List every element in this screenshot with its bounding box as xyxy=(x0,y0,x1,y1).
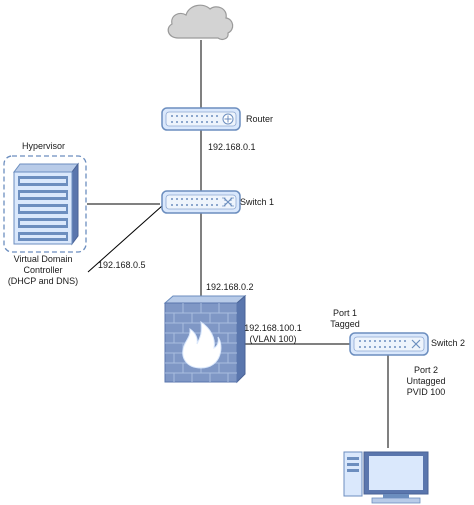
router-ip-label: 192.168.0.1 xyxy=(208,142,256,152)
firewall-lan-ip-label: 192.168.100.1 xyxy=(244,323,302,333)
firewall-icon xyxy=(163,294,247,384)
firewall-lan-vlan-label: (VLAN 100) xyxy=(249,334,297,344)
link-vdc-switch1 xyxy=(87,205,163,273)
server-rack-icon xyxy=(13,162,79,246)
workstation-icon xyxy=(343,451,429,504)
port2-label-line3: PVID 100 xyxy=(406,387,446,397)
vdc-ip-label: 192.168.0.5 xyxy=(98,260,146,270)
switch1-label: Switch 1 xyxy=(240,197,275,207)
vdc-label-line3: (DHCP and DNS) xyxy=(7,276,79,286)
vdc-label-line2: Controller xyxy=(23,265,63,275)
vdc-label-line1: Virtual Domain xyxy=(13,254,73,264)
hypervisor-label: Hypervisor xyxy=(22,141,66,151)
port1-label-line2: Tagged xyxy=(330,319,360,329)
router-label: Router xyxy=(246,114,274,124)
switch2-icon xyxy=(349,332,429,356)
router-icon xyxy=(161,107,241,131)
port1-label-line1: Port 1 xyxy=(332,308,357,318)
port2-label-line1: Port 2 xyxy=(413,365,438,375)
connections xyxy=(87,40,389,448)
port2-label-line2: Untagged xyxy=(406,376,446,386)
flame-icon xyxy=(182,320,222,369)
cloud-icon xyxy=(167,4,234,40)
hypervisor-group xyxy=(3,155,87,253)
firewall-wan-ip-label: 192.168.0.2 xyxy=(206,282,254,292)
switch1-icon xyxy=(161,190,241,214)
switch2-label: Switch 2 xyxy=(431,338,466,348)
